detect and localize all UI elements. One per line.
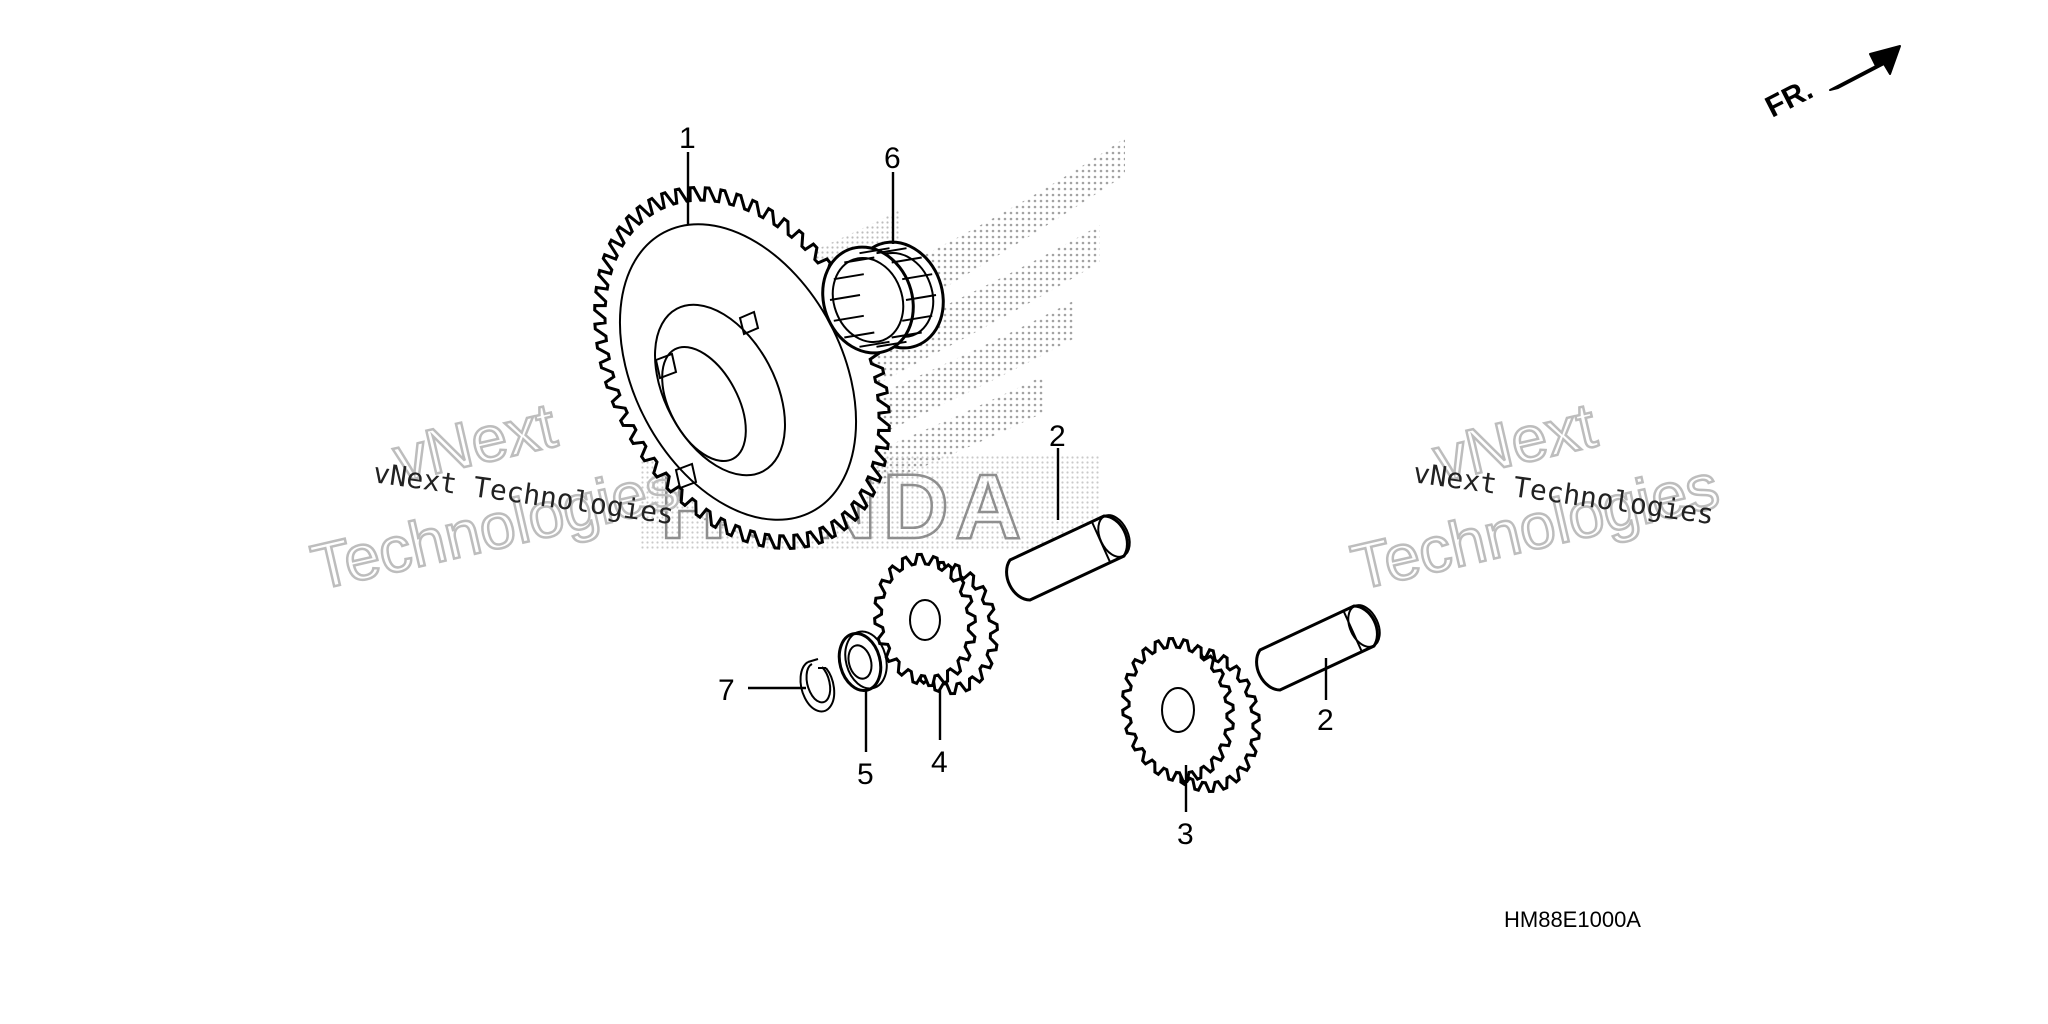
part-4-gear — [873, 552, 999, 696]
callout-7: 7 — [718, 674, 735, 707]
callout-2-upper: 2 — [1049, 420, 1066, 453]
front-direction-indicator: FR. — [1760, 45, 1901, 124]
bigGear-front-face — [593, 186, 891, 550]
front-arrow-icon — [1829, 45, 1901, 91]
bearing-needle — [844, 256, 875, 264]
bearing-needle — [891, 331, 922, 339]
part-6-needle-bearing — [821, 240, 945, 355]
part-7-snap-ring — [799, 658, 836, 713]
part-2-pin-upper — [1005, 514, 1131, 602]
part-5-washer — [837, 630, 888, 692]
bearing-needle — [876, 247, 907, 255]
leader-lines — [686, 152, 1328, 812]
part-2-pin-lower — [1255, 604, 1381, 692]
bearing-needle — [891, 256, 922, 264]
part-3-gear — [1121, 636, 1261, 794]
callout-5: 5 — [857, 758, 874, 791]
bearing-needle — [859, 247, 890, 255]
callout-2-lower: 2 — [1317, 704, 1334, 737]
bearing-needle — [905, 294, 937, 301]
bearing-needle — [833, 314, 864, 322]
bearing-needle — [876, 340, 907, 348]
callout-6: 6 — [884, 142, 901, 175]
bearing-needle — [902, 314, 933, 322]
bearing-needle — [844, 331, 875, 339]
bearing-needle — [859, 340, 890, 348]
diagram-code: HM88E1000A — [1504, 907, 1641, 932]
callout-3: 3 — [1177, 818, 1194, 851]
gear3-front-face — [1121, 636, 1235, 784]
bearing-needle — [833, 273, 864, 281]
front-label: FR. — [1760, 73, 1818, 124]
part-1-large-gear — [593, 186, 891, 550]
bearing-needle — [902, 273, 933, 281]
bearing-needle — [829, 294, 861, 301]
gear4-front-face — [873, 552, 977, 688]
callout-1: 1 — [679, 122, 696, 155]
callout-4: 4 — [931, 746, 948, 779]
